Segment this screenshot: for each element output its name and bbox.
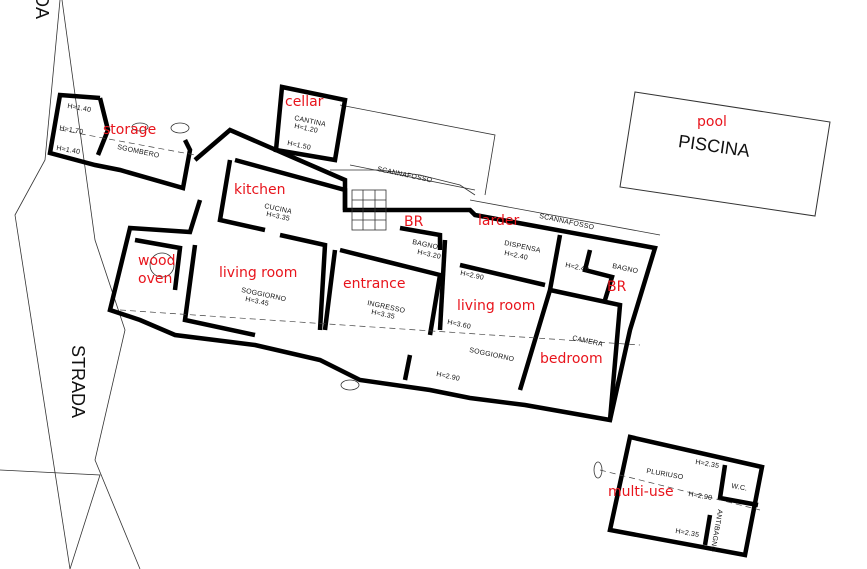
annotation-storage: storage [103, 122, 157, 138]
annotation-larder: larder [478, 213, 520, 229]
annotation-kitchen: kitchen [234, 182, 286, 198]
annotation-pool: pool [697, 114, 727, 130]
annex-interior [702, 514, 713, 546]
wood-oven-icon [149, 252, 175, 278]
interior-wall [459, 262, 546, 288]
annotation-living-room-1: living room [219, 265, 298, 281]
interior-wall [279, 232, 328, 331]
street-label-top: DA [32, 0, 52, 20]
annotation-wood-oven: wood oven [138, 253, 176, 287]
annex-axis [599, 469, 761, 511]
ditch-line [469, 199, 661, 236]
interior-wall [399, 225, 443, 250]
staircase [351, 189, 387, 231]
interior-wall [339, 247, 443, 336]
annex-walls [607, 434, 765, 558]
interior-wall [234, 157, 348, 210]
interior-wall [182, 244, 256, 338]
annotation-entrance: entrance [343, 276, 406, 292]
road-edge [61, 0, 141, 569]
bush-icon [170, 122, 190, 134]
storage-walls [95, 97, 111, 156]
annotation-bathroom-2: BR [607, 279, 627, 295]
interior-wall [322, 249, 338, 331]
interior-wall [402, 354, 413, 381]
interior-wall [549, 287, 623, 421]
bush-icon [593, 461, 603, 479]
interior-wall [217, 159, 266, 233]
annotation-multi-use: multi-use [608, 484, 674, 500]
cellar-walls [273, 84, 348, 163]
annotation-bedroom: bedroom [540, 351, 603, 367]
bush-icon [340, 379, 360, 391]
house-outer-wall [107, 127, 658, 423]
section-line [119, 309, 641, 346]
road-edge [14, 0, 71, 569]
interior-wall [134, 237, 183, 291]
street-label-left: STRADA [68, 345, 88, 419]
interior-wall [437, 239, 448, 331]
annex-interior [717, 464, 759, 508]
interior-wall [582, 249, 615, 301]
annotation-bathroom-1: BR [404, 214, 424, 230]
storage-walls [47, 92, 193, 191]
terrain-line [339, 104, 496, 196]
property-line [0, 469, 101, 569]
annotation-cellar: cellar [285, 94, 324, 110]
bush-icon [131, 122, 149, 132]
annotation-living-room-2: living room [457, 298, 536, 314]
storage-axis [59, 129, 196, 156]
pool-outline [619, 91, 831, 217]
ditch-line [349, 164, 476, 191]
